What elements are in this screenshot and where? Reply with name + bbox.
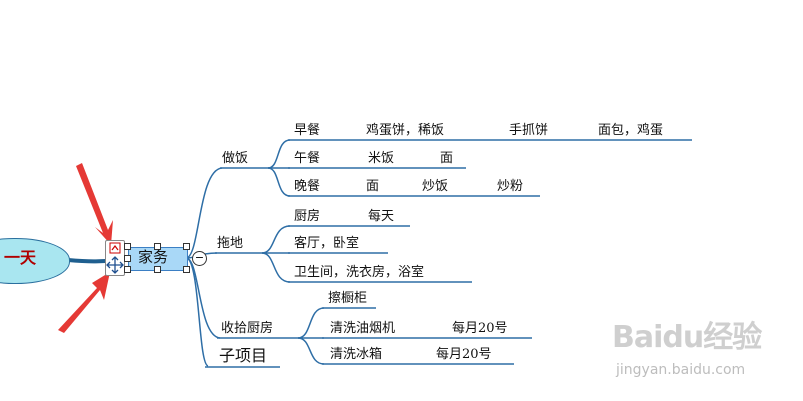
watermark-logo: Baidu经验 (612, 320, 762, 355)
category-label[interactable]: 收拾厨房 (221, 321, 274, 336)
root-topic[interactable] (0, 238, 70, 284)
collapse-icon[interactable]: − (192, 251, 207, 266)
pointer-arrow-icon (58, 272, 110, 333)
selection-handle[interactable] (183, 243, 190, 250)
subtopic-label[interactable]: 每天 (368, 209, 395, 224)
subtopic-label[interactable]: 每月20号 (436, 347, 492, 362)
category-label[interactable]: 做饭 (222, 151, 249, 166)
subtopic-label[interactable]: 炒粉 (497, 179, 524, 194)
subtopic-label[interactable]: 厨房 (294, 209, 321, 224)
selection-handle[interactable] (124, 266, 131, 273)
watermark-url: jingyan.baidu.com (616, 362, 746, 378)
subtopic-label[interactable]: 客厅，卧室 (294, 236, 360, 251)
subtopic-label[interactable]: 晚餐 (294, 179, 321, 194)
subtopic-label[interactable]: 卫生间，洗衣房，浴室 (294, 265, 425, 280)
subtopic-label[interactable]: 面包，鸡蛋 (598, 123, 664, 138)
connector-子项目 (185, 257, 209, 367)
subtopic-label[interactable]: 清洗油烟机 (330, 321, 396, 336)
connector-做饭 (185, 167, 223, 259)
subtopic-label[interactable]: 面 (366, 179, 380, 194)
subtopic-label[interactable]: 面 (440, 151, 454, 166)
category-label[interactable]: 拖地 (217, 236, 244, 251)
subtopic-label[interactable]: 炒饭 (422, 179, 449, 194)
selection-handle[interactable] (154, 243, 161, 250)
selection-handle[interactable] (154, 266, 161, 273)
subtopic-label[interactable]: 清洗冰箱 (330, 347, 383, 362)
subtopic-label[interactable]: 米饭 (368, 151, 395, 166)
selection-handle[interactable] (124, 243, 131, 250)
connector-收拾厨房 (185, 257, 221, 339)
selection-handle[interactable] (183, 266, 190, 273)
selection-handle[interactable] (124, 255, 131, 262)
move-icon[interactable] (105, 240, 125, 276)
root-topic-label: 一天 (4, 248, 37, 267)
subtopic-label[interactable]: 每月20号 (452, 321, 508, 336)
subtopic-label[interactable]: 午餐 (294, 151, 321, 166)
main-topic-label: 家务 (138, 248, 169, 266)
subtopic-label[interactable]: 早餐 (294, 123, 321, 138)
category-label[interactable]: 子项目 (219, 346, 268, 365)
watermark: Baidu经验 jingyan.baidu.com (612, 312, 772, 390)
subtopic-label[interactable]: 擦橱柜 (328, 291, 368, 306)
pointer-arrow-icon (76, 163, 113, 245)
subtopic-label[interactable]: 鸡蛋饼，稀饭 (366, 123, 445, 138)
subtopic-label[interactable]: 手抓饼 (509, 123, 549, 138)
